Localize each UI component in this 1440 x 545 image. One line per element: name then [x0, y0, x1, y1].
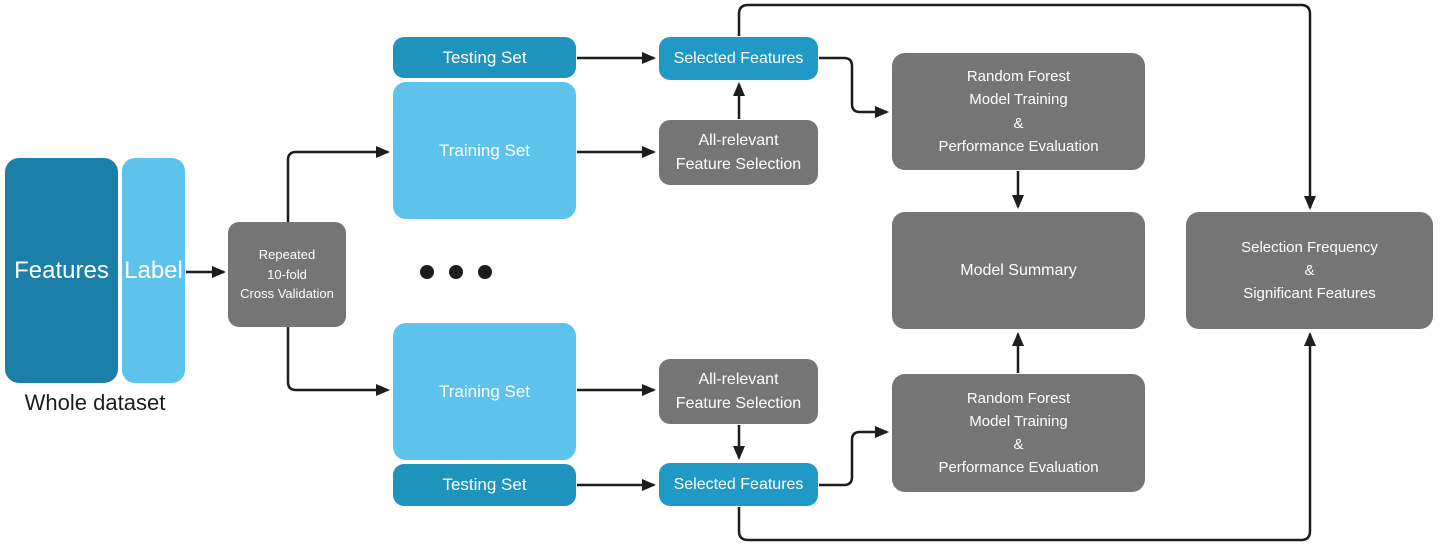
cross-validation-box: Repeated 10-fold Cross Validation — [228, 222, 346, 327]
selection-frequency-box: Selection Frequency & Significant Featur… — [1186, 212, 1433, 329]
testing-set-top-box: Testing Set — [393, 37, 576, 78]
all-relevant-top-line2: Feature Selection — [675, 155, 802, 173]
training-set-bottom-label: Training Set — [438, 381, 531, 401]
connector-selected-bottom-to-randomforest-bottom — [819, 426, 889, 487]
connector-selected-bottom-to-selection-frequency — [737, 332, 1316, 542]
features-box: Features — [5, 158, 118, 383]
random-forest-bottom-line4: Performance Evaluation — [938, 459, 1099, 477]
selected-features-top-label: Selected Features — [673, 49, 804, 67]
random-forest-bottom-line1: Random Forest — [966, 389, 1071, 407]
all-relevant-top-line1: All-relevant — [698, 132, 779, 150]
random-forest-top-line2: Model Training — [969, 91, 1068, 109]
connector-cv-to-training-bottom — [286, 327, 390, 396]
ellipsis-dot — [449, 265, 463, 279]
random-forest-top-box: Random Forest Model Training & Performan… — [892, 53, 1145, 170]
features-label: Features — [14, 256, 109, 284]
all-relevant-top-box: All-relevant Feature Selection — [659, 120, 818, 185]
testing-set-bottom-box: Testing Set — [393, 464, 576, 506]
cross-validation-line2: 10-fold — [267, 266, 307, 282]
all-relevant-bottom-line1: All-relevant — [698, 371, 779, 389]
connector-selected-top-to-selection-frequency — [737, 3, 1316, 210]
connector-cv-to-training-top — [286, 146, 390, 222]
whole-dataset-caption: Whole dataset — [24, 390, 166, 415]
training-set-bottom-box: Training Set — [393, 323, 576, 460]
all-relevant-bottom-box: All-relevant Feature Selection — [659, 359, 818, 424]
testing-set-top-label: Testing Set — [442, 47, 527, 67]
model-summary-label: Model Summary — [960, 261, 1077, 279]
selected-features-bottom-box: Selected Features — [659, 463, 818, 506]
cross-validation-line1: Repeated — [258, 247, 316, 263]
label-box: Label — [122, 158, 185, 383]
ellipsis-dot — [478, 265, 492, 279]
random-forest-top-line4: Performance Evaluation — [938, 137, 1099, 155]
ellipsis-dots-icon — [420, 265, 492, 279]
ellipsis-dot — [420, 265, 434, 279]
connector-selected-top-to-randomforest-top — [819, 56, 889, 118]
model-summary-box: Model Summary — [892, 212, 1145, 329]
selected-features-bottom-label: Selected Features — [673, 475, 804, 493]
random-forest-bottom-line2: Model Training — [969, 412, 1068, 430]
random-forest-top-line1: Random Forest — [966, 68, 1071, 85]
random-forest-top-line3: & — [1013, 114, 1024, 132]
selection-frequency-line2: & — [1304, 261, 1315, 279]
selection-frequency-line1: Selection Frequency — [1241, 238, 1378, 256]
testing-set-bottom-label: Testing Set — [442, 475, 527, 494]
all-relevant-bottom-line2: Feature Selection — [675, 394, 802, 412]
random-forest-bottom-box: Random Forest Model Training & Performan… — [892, 374, 1145, 492]
training-set-top-label: Training Set — [438, 140, 531, 160]
selected-features-top-box: Selected Features — [659, 37, 818, 80]
training-set-top-box: Training Set — [393, 82, 576, 219]
label-box-label: Label — [124, 256, 183, 284]
cross-validation-line3: Cross Validation — [240, 286, 334, 302]
selection-frequency-line3: Significant Features — [1243, 285, 1376, 303]
random-forest-bottom-line3: & — [1013, 436, 1024, 453]
